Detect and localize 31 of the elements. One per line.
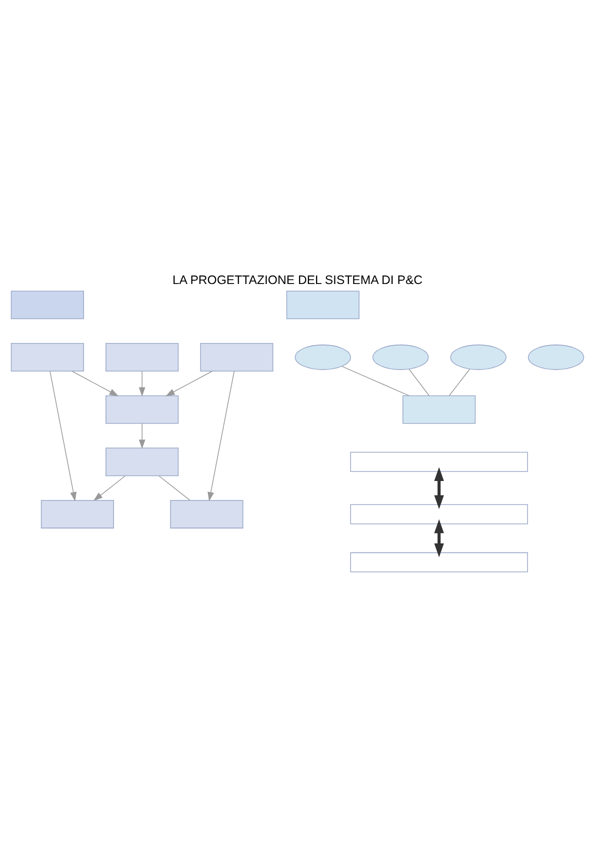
node-bar <box>350 552 528 572</box>
node-box <box>170 499 244 528</box>
connector <box>158 475 190 500</box>
arrow <box>434 466 444 509</box>
arrow <box>72 370 119 396</box>
connector <box>448 368 470 396</box>
node-box <box>10 290 84 319</box>
arrow <box>93 475 126 500</box>
diagram-title: LA PROGETTAZIONE DEL SISTEMA DI P&C <box>172 272 423 287</box>
arrow <box>434 518 444 557</box>
node-box <box>402 394 476 424</box>
node-ellipse <box>528 344 584 370</box>
connector <box>408 368 430 396</box>
node-box <box>200 342 274 371</box>
node-box <box>106 342 179 371</box>
node-box <box>10 342 84 371</box>
arrow <box>166 370 212 396</box>
node-bar <box>350 451 528 472</box>
connector <box>341 365 410 396</box>
arrow <box>208 370 235 501</box>
node-box <box>106 447 179 476</box>
node-ellipse <box>294 344 351 370</box>
node-box <box>40 499 114 528</box>
arrow <box>50 370 77 501</box>
node-ellipse <box>372 344 429 370</box>
arrow <box>138 422 146 448</box>
node-ellipse <box>450 344 506 370</box>
node-bar <box>350 504 528 524</box>
arrow <box>138 370 146 396</box>
node-box <box>286 290 360 319</box>
node-box <box>106 394 179 424</box>
